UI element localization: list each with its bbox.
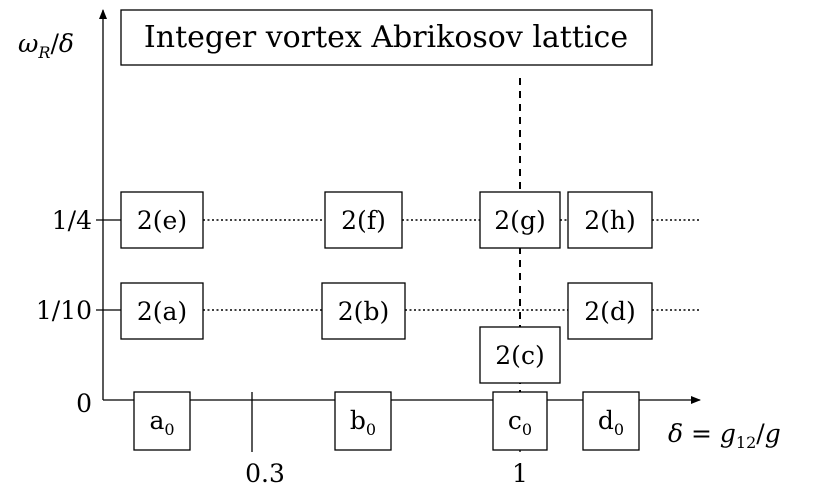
label-2b: 2(b) — [338, 297, 389, 326]
box-2c — [479, 326, 561, 384]
box-2g — [479, 191, 561, 249]
y-axis-label: ωR/δ — [18, 29, 74, 62]
box-2h — [567, 191, 653, 249]
x-tick-label-0.3: 0.3 — [245, 459, 285, 488]
box-2a — [120, 282, 204, 340]
label-2h: 2(h) — [584, 206, 636, 235]
label-b0: b0 — [350, 406, 376, 439]
label-d0: d0 — [598, 406, 624, 439]
y-tick-label-tenth: 1/10 — [36, 296, 92, 325]
box-2e — [120, 191, 204, 249]
box-d0 — [582, 391, 640, 451]
label-c0: c0 — [508, 406, 532, 439]
label-2g: 2(g) — [494, 206, 545, 235]
y-tick-label-quarter: 1/4 — [52, 206, 92, 235]
x-tick-label-1: 1 — [512, 459, 528, 488]
x-axis-label: δ = g12/g — [668, 419, 781, 452]
y-tick-label-zero: 0 — [76, 389, 92, 418]
label-2c: 2(c) — [495, 341, 544, 370]
label-2a: 2(a) — [137, 297, 187, 326]
box-2f — [324, 191, 403, 249]
label-2d: 2(d) — [584, 297, 635, 326]
box-c0 — [492, 391, 548, 451]
box-2b — [321, 282, 406, 340]
box-2d — [567, 282, 653, 340]
box-a0 — [133, 391, 191, 451]
label-2f: 2(f) — [341, 206, 386, 235]
title-box — [120, 9, 653, 66]
label-a0: a0 — [149, 406, 174, 439]
diagram-title: Integer vortex Abrikosov lattice — [144, 20, 628, 55]
box-b0 — [334, 391, 392, 451]
label-2e: 2(e) — [137, 206, 187, 235]
